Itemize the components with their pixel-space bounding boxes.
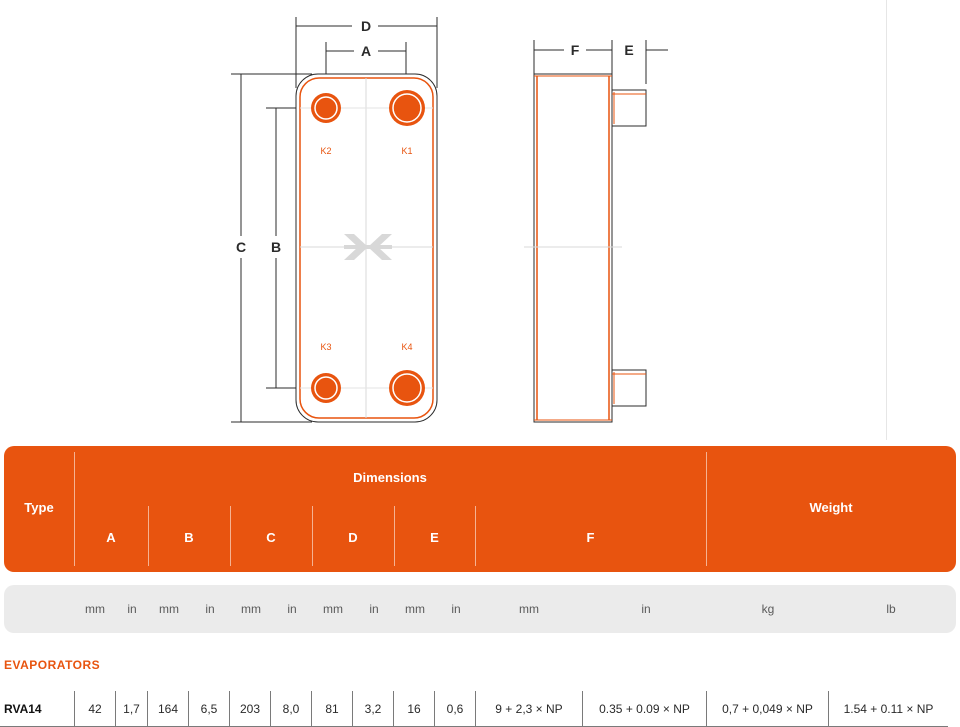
cell-weight-kg: 0,7 + 0,049 × NP xyxy=(722,702,813,716)
unit-a-in: in xyxy=(127,602,137,616)
unit-e-mm: mm xyxy=(405,602,425,616)
header-col-d: D xyxy=(348,530,358,545)
cell-type: RVA14 xyxy=(4,702,42,716)
cell-b-in: 6,5 xyxy=(200,702,218,716)
header-col-b: B xyxy=(184,530,194,545)
header-divider xyxy=(148,506,149,566)
cell-divider xyxy=(311,691,312,727)
dimension-label-d: D xyxy=(361,18,371,34)
cell-divider xyxy=(352,691,353,727)
cell-divider xyxy=(706,691,707,727)
port-label-k2: K2 xyxy=(320,146,331,156)
front-view: K2 K1 K3 K4 xyxy=(295,73,438,423)
unit-d-mm: mm xyxy=(323,602,343,616)
cell-a-in: 1,7 xyxy=(123,702,140,716)
cell-divider xyxy=(475,691,476,727)
dimension-label-b: B xyxy=(271,239,281,255)
header-divider xyxy=(74,452,75,566)
dimension-label-e: E xyxy=(624,42,633,58)
cell-c-mm: 203 xyxy=(239,702,261,716)
cell-divider xyxy=(434,691,435,727)
dimension-label-f: F xyxy=(571,42,580,58)
dimension-label-c: C xyxy=(236,239,246,255)
vertical-divider xyxy=(886,0,887,440)
cell-divider xyxy=(229,691,230,727)
unit-weight-kg: kg xyxy=(761,602,775,616)
header-divider xyxy=(230,506,231,566)
cell-divider xyxy=(582,691,583,727)
header-weight: Weight xyxy=(809,500,853,515)
cell-e-in: 0,6 xyxy=(446,702,464,716)
cell-divider xyxy=(828,691,829,727)
header-divider xyxy=(706,452,707,566)
cell-divider xyxy=(147,691,148,727)
side-view xyxy=(524,73,647,423)
header-divider xyxy=(394,506,395,566)
cell-weight-lb: 1.54 + 0.11 × NP xyxy=(843,702,934,716)
cell-b-mm: 164 xyxy=(157,702,179,716)
header-type: Type xyxy=(24,500,54,515)
port-k4-icon xyxy=(389,370,425,406)
unit-a-mm: mm xyxy=(85,602,105,616)
units-row: mm in mm in mm in mm in mm in mm in kg l… xyxy=(4,585,956,633)
cell-d-mm: 81 xyxy=(325,702,339,716)
brand-logo-icon xyxy=(344,234,392,260)
unit-b-in: in xyxy=(205,602,215,616)
header-col-e: E xyxy=(430,530,439,545)
technical-drawing: K2 K1 K3 K4 D A C B F E xyxy=(231,17,668,423)
unit-d-in: in xyxy=(369,602,379,616)
unit-b-mm: mm xyxy=(159,602,179,616)
section-title: EVAPORATORS xyxy=(4,658,101,672)
cell-divider xyxy=(393,691,394,727)
port-label-k4: K4 xyxy=(401,342,412,352)
unit-e-in: in xyxy=(451,602,461,616)
unit-c-in: in xyxy=(287,602,297,616)
cell-f-in: 0.35 + 0.09 × NP xyxy=(599,702,690,716)
unit-f-in: in xyxy=(641,602,651,616)
header-divider xyxy=(312,506,313,566)
port-k3-icon xyxy=(311,373,341,403)
unit-c-mm: mm xyxy=(241,602,261,616)
port-label-k1: K1 xyxy=(401,146,412,156)
cell-divider xyxy=(270,691,271,727)
cell-divider xyxy=(74,691,75,727)
port-label-k3: K3 xyxy=(320,342,331,352)
cell-c-in: 8,0 xyxy=(282,702,300,716)
header-col-c: C xyxy=(266,530,276,545)
cell-a-mm: 42 xyxy=(88,702,102,716)
unit-f-mm: mm xyxy=(519,602,539,616)
table-row: RVA14 42 1,7 164 6,5 203 8,0 81 3,2 16 0… xyxy=(0,691,960,727)
cell-e-mm: 16 xyxy=(407,702,421,716)
header-divider xyxy=(475,506,476,566)
header-col-f: F xyxy=(586,530,595,545)
cell-d-in: 3,2 xyxy=(364,702,382,716)
cell-divider xyxy=(188,691,189,727)
header-dimensions: Dimensions xyxy=(353,470,427,485)
port-k1-icon xyxy=(389,90,425,126)
cell-divider xyxy=(115,691,116,727)
header-col-a: A xyxy=(106,530,116,545)
dimension-label-a: A xyxy=(361,43,371,59)
unit-weight-lb: lb xyxy=(886,602,896,616)
cell-f-mm: 9 + 2,3 × NP xyxy=(495,702,563,716)
port-k2-icon xyxy=(311,93,341,123)
table-header: Type Dimensions Weight A B C D E F xyxy=(4,446,956,572)
